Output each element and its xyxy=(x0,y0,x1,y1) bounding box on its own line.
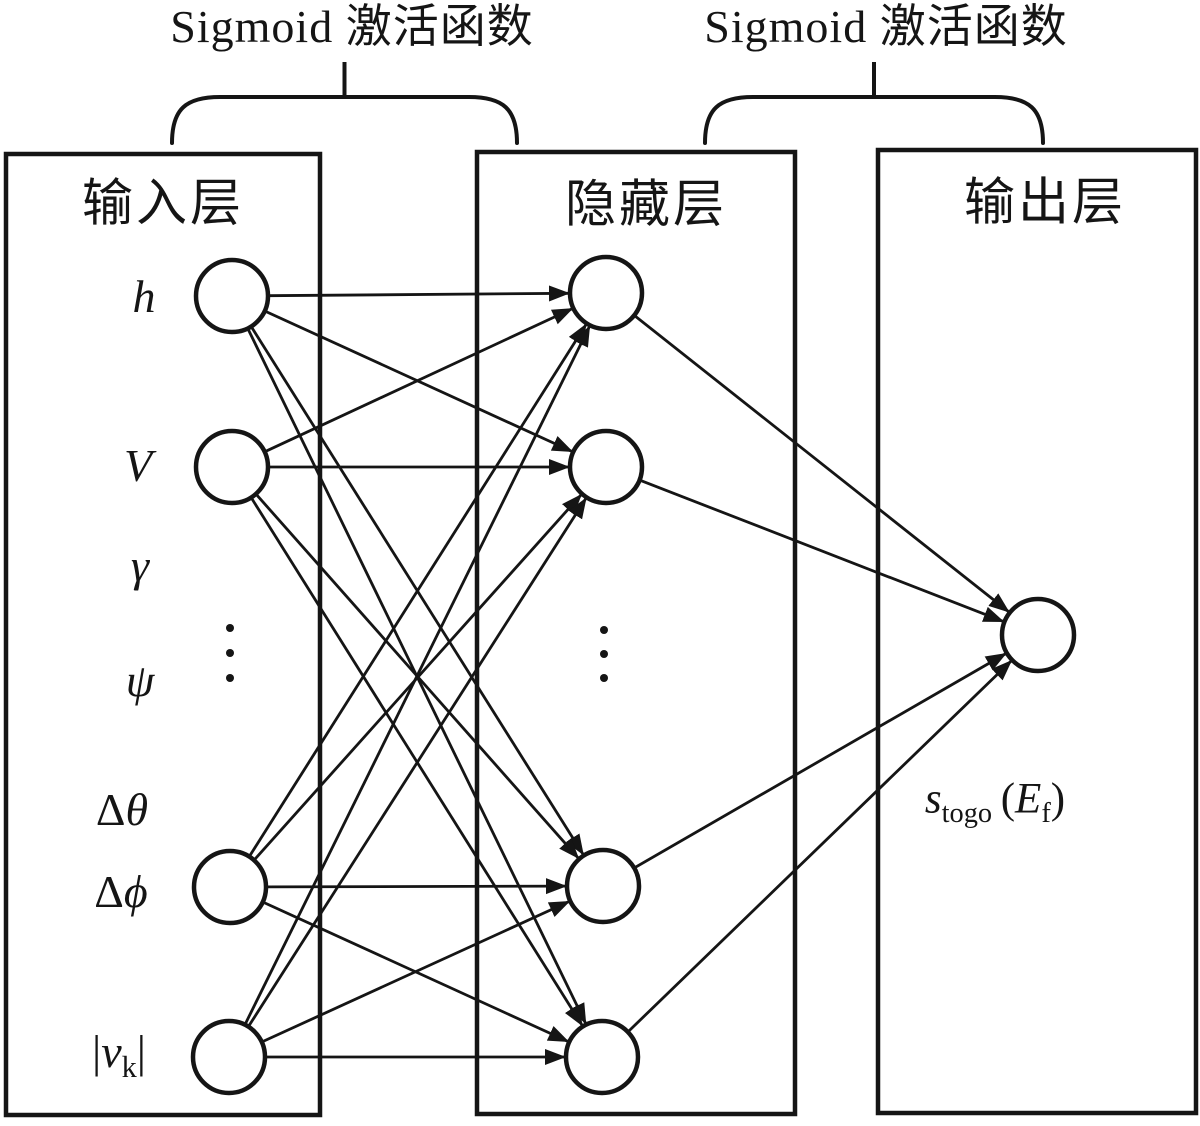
sigmoid-activation-label-left: Sigmoid 激活函数 xyxy=(170,1,534,52)
hidden-to-output-edge xyxy=(633,314,1010,614)
hidden-node xyxy=(567,428,645,506)
delta-symbol: Δ xyxy=(94,866,124,917)
input-to-hidden-edge xyxy=(267,285,571,302)
input-to-hidden-edge xyxy=(247,497,588,1028)
theta-symbol: θ xyxy=(125,784,149,835)
ellipsis-dots xyxy=(226,624,608,682)
input-layer-header: 输入层 xyxy=(81,176,245,233)
ellipsis-dot xyxy=(600,650,608,658)
E-symbol: E xyxy=(1015,775,1042,823)
neuron-nodes xyxy=(190,254,1077,1096)
input-label-V: V xyxy=(123,440,153,491)
input-node xyxy=(193,428,271,506)
k-subscript: k xyxy=(121,1050,137,1085)
phi-symbol: ϕ xyxy=(123,866,148,917)
sigmoid-brace-right xyxy=(703,95,1045,145)
input-to-hidden-edge xyxy=(265,878,568,895)
v-symbol: v xyxy=(101,1026,122,1077)
f-subscript: f xyxy=(1041,798,1051,830)
hidden-node xyxy=(567,254,645,332)
output-label-stogo-ef: stogo (Ef) xyxy=(924,775,1066,828)
input-to-hidden-edge xyxy=(248,323,588,858)
connection-arrows xyxy=(243,285,1013,1065)
ellipsis-dot xyxy=(600,626,608,634)
hidden-layer-box xyxy=(474,149,798,1117)
input-label-vk-magnitude: |vk| xyxy=(91,1026,147,1083)
layer-boxes xyxy=(3,147,1199,1118)
hidden-to-output-edge xyxy=(626,659,1013,1033)
bar-symbol: | xyxy=(136,1026,147,1077)
s-symbol: s xyxy=(924,775,942,823)
input-to-hidden-edge xyxy=(261,900,571,1044)
input-label-delta-phi: Δϕ xyxy=(94,869,147,915)
hidden-to-output-edge xyxy=(639,478,1005,623)
bar-symbol: | xyxy=(91,1026,102,1077)
delta-symbol: Δ xyxy=(95,784,126,835)
output-layer-box xyxy=(875,147,1199,1116)
input-node xyxy=(193,257,271,335)
input-label-psi: ψ xyxy=(125,655,155,706)
ellipsis-dot xyxy=(226,649,234,657)
togo-subscript: togo xyxy=(941,798,993,830)
sigmoid-braces xyxy=(170,62,1045,145)
input-layer-box xyxy=(3,151,323,1118)
hidden-node xyxy=(564,847,642,925)
input-label-gamma: γ xyxy=(130,540,150,591)
sigmoid-activation-label-right: Sigmoid 激活函数 xyxy=(704,1,1068,52)
input-to-hidden-edge xyxy=(243,325,591,1026)
hidden-layer-header: 隐藏层 xyxy=(564,177,728,234)
left-paren: ( xyxy=(1000,775,1016,823)
hidden-node xyxy=(563,1018,641,1096)
right-paren: ) xyxy=(1050,775,1066,823)
ellipsis-dot xyxy=(600,674,608,682)
ellipsis-dot xyxy=(226,674,234,682)
output-layer-header: 输出层 xyxy=(963,175,1127,232)
output-node xyxy=(999,596,1077,674)
input-label-h: h xyxy=(132,271,156,322)
sigmoid-brace-left xyxy=(170,95,519,145)
ellipsis-dot xyxy=(226,624,234,632)
input-to-hidden-edge xyxy=(264,307,574,454)
input-label-delta-theta: Δθ xyxy=(96,787,148,833)
input-node xyxy=(191,848,269,926)
input-node xyxy=(190,1018,268,1096)
hidden-to-output-edge xyxy=(633,652,1007,870)
